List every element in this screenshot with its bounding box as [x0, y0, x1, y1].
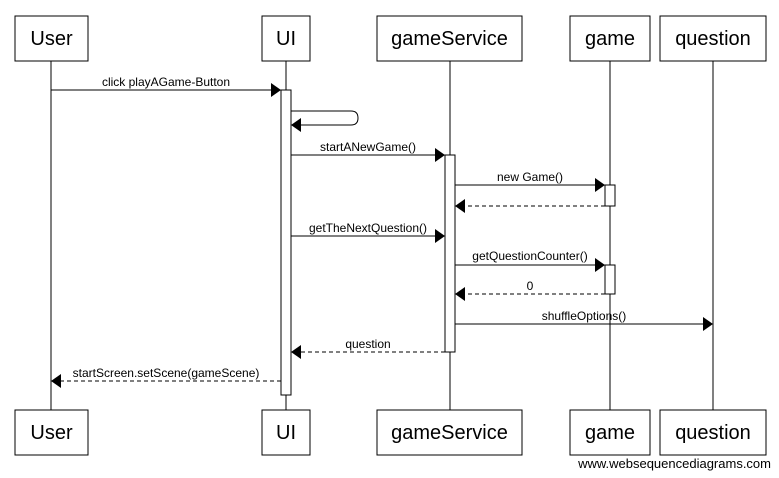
arrowhead-icon	[435, 148, 445, 162]
arrowhead-icon	[455, 199, 465, 213]
participant-label: question	[675, 28, 751, 50]
message-getquestioncounter: getQuestionCounter()	[455, 249, 605, 272]
participant-label: gameService	[391, 28, 508, 50]
message-label: startANewGame()	[320, 140, 416, 154]
activation-game-1	[604, 184, 616, 207]
participant-label: User	[30, 28, 73, 50]
message-label: question	[345, 337, 390, 351]
participant-label: question	[675, 422, 751, 444]
message-getthenextquestion: getTheNextQuestion()	[291, 221, 445, 243]
activation-game-2	[604, 264, 616, 295]
participant-gameservice-bottom: gameService	[376, 409, 523, 456]
participant-question-top: question	[659, 15, 767, 62]
message-self-call	[291, 110, 359, 132]
message-return-zero: 0	[455, 279, 605, 301]
participant-gameservice-top: gameService	[376, 15, 523, 62]
message-label: shuffleOptions()	[542, 309, 627, 323]
message-click-playagame: click playAGame-Button	[51, 75, 281, 97]
participant-label: game	[585, 28, 635, 50]
arrowhead-icon	[595, 258, 605, 272]
arrowhead-icon	[291, 345, 301, 359]
participant-user-bottom: User	[14, 409, 89, 456]
participant-game-top: game	[569, 15, 651, 62]
arrowhead-icon	[291, 118, 301, 132]
activation-gameservice	[444, 154, 456, 353]
participant-ui-top: UI	[261, 15, 311, 62]
participant-game-bottom: game	[569, 409, 651, 456]
message-label: getQuestionCounter()	[472, 249, 587, 263]
arrowhead-icon	[455, 287, 465, 301]
arrowhead-icon	[271, 83, 281, 97]
participant-label: game	[585, 422, 635, 444]
participant-label: User	[30, 422, 73, 444]
message-label: new Game()	[497, 170, 563, 184]
arrowhead-icon	[595, 178, 605, 192]
participant-label: UI	[276, 422, 296, 444]
message-label: getTheNextQuestion()	[309, 221, 427, 235]
message-shuffleoptions: shuffleOptions()	[455, 309, 713, 331]
arrowhead-icon	[703, 317, 713, 331]
participant-label: gameService	[391, 422, 508, 444]
arrowhead-icon	[51, 374, 61, 388]
message-label: startScreen.setScene(gameScene)	[73, 366, 260, 380]
message-label: click playAGame-Button	[102, 75, 230, 89]
message-new-game: new Game()	[455, 170, 605, 192]
message-startanewgame: startANewGame()	[291, 140, 445, 162]
message-startscreen-setscene: startScreen.setScene(gameScene)	[51, 366, 281, 388]
participant-question-bottom: question	[659, 409, 767, 456]
watermark: www.websequencediagrams.com	[577, 456, 771, 471]
message-return-question: question	[291, 337, 445, 359]
participant-ui-bottom: UI	[261, 409, 311, 456]
message-label: 0	[527, 279, 534, 293]
participant-user-top: User	[14, 15, 89, 62]
participant-label: UI	[276, 28, 296, 50]
arrowhead-icon	[435, 229, 445, 243]
activation-ui	[280, 89, 292, 396]
message-return-new-game	[455, 199, 605, 213]
